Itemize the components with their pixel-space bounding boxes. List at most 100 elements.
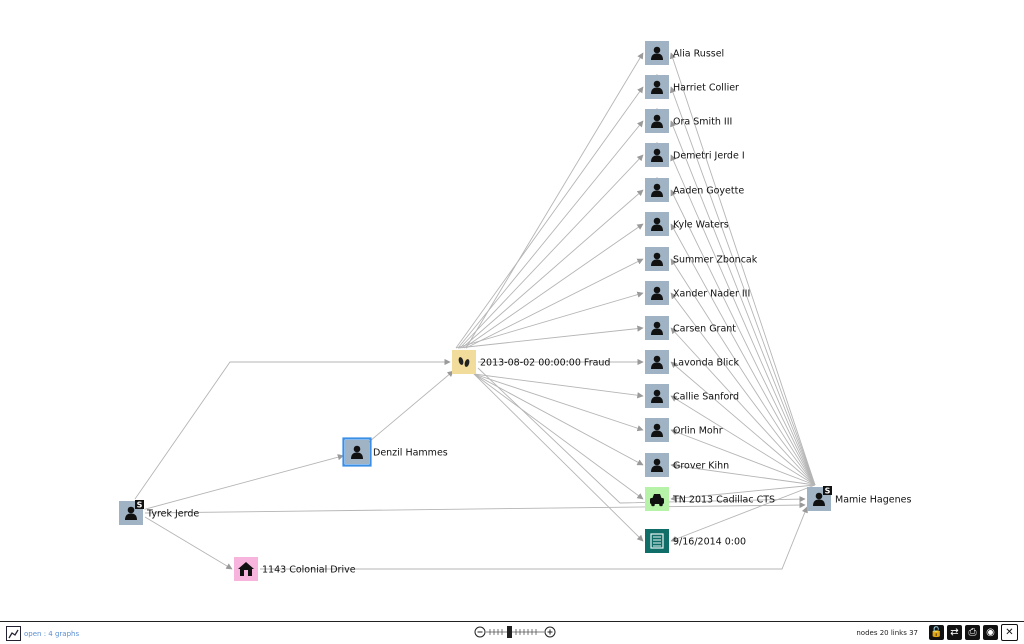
graph-node-alia[interactable]: Alia Russel [645,41,724,65]
node-label: Alia Russel [673,49,724,60]
graph-edge [670,361,816,486]
person-icon [651,148,663,162]
house-icon [238,562,254,576]
graph-edge [455,291,644,349]
graph-edge [473,373,644,466]
graph-node-xander[interactable]: Xander Nader III [645,281,750,305]
lock-icon: 🔓 [930,626,943,638]
status-bar: open : 4 graphs nodes 20 l [0,621,1024,644]
person-icon [651,458,663,472]
graph-node-kyle[interactable]: Kyle Waters [645,212,729,236]
node-label: Aaden Goyette [673,186,744,197]
swap-button[interactable]: ⇄ [947,625,962,640]
graph-edge [461,189,644,349]
node-box [645,529,669,553]
graph-edge [144,516,233,570]
node-label: Kyle Waters [673,220,729,231]
close-button[interactable]: ✕ [1001,624,1018,641]
node-label: 2013-08-02 00:00:00 Fraud [480,358,610,369]
car-icon [650,494,664,507]
badge-box [135,500,144,509]
node-box [452,350,476,374]
open-graphs-link[interactable]: open : 4 graphs [6,626,79,641]
graph-node-fraud[interactable]: 2013-08-02 00:00:00 Fraud [452,350,610,374]
lock-button[interactable]: 🔓 [929,625,944,640]
person-icon [651,80,663,94]
node-label: Xander Nader III [673,289,750,300]
graph-edge [670,484,816,502]
graph-node-car[interactable]: TN 2013 Cadillac CTS [645,487,775,511]
graph-edge [473,373,644,500]
graph-edge [670,327,816,486]
graph-node-date[interactable]: 9/16/2014 0:00 [645,529,746,553]
graph-edge [134,358,451,500]
node-label: Carsen Grant [673,324,736,335]
graph-edge [670,154,816,486]
graph-node-orlin[interactable]: Orlin Mohr [645,418,723,442]
graph-edge [144,501,806,514]
zoom-control[interactable] [474,625,558,639]
graph-node-aaden[interactable]: Aaden Goyette [645,178,744,202]
print-button[interactable]: ⎙ [965,625,980,640]
node-label: Demetri Jerde I [673,151,745,162]
zoom-in-icon [544,626,556,638]
person-icon [651,183,663,197]
graph-edge [465,258,644,349]
badge-box [823,486,832,495]
close-icon: ✕ [1005,626,1014,638]
node-label: Mamie Hagenes [835,495,911,506]
graph-node-address[interactable]: 1143 Colonial Drive [234,557,356,581]
zoom-slider[interactable] [474,625,558,639]
graph-node-denzil[interactable]: Denzil Hammes [342,437,448,467]
graph-edge [457,120,644,349]
graph-edge [670,484,816,542]
node-label: Callie Sanford [673,392,739,403]
graph-edges [134,52,816,570]
zoom-out-icon [474,626,486,638]
graph-edge [459,154,644,349]
person-icon [651,286,663,300]
node-label: Denzil Hammes [373,448,448,459]
graph-node-mamie[interactable]: S Mamie Hagenes [807,486,911,511]
graph-node-grover[interactable]: Grover Kihn [645,453,729,477]
graph-stats: nodes 20 links 37 🔓 ⇄ ⎙ ◉ ✕ [856,624,1018,641]
node-label: Grover Kihn [673,461,729,472]
node-label: TN 2013 Cadillac CTS [672,495,775,506]
graph-node-ora[interactable]: Ora Smith III [645,109,732,133]
graph-node-lavonda[interactable]: Lavonda Blick [645,350,739,374]
document-icon [650,533,664,549]
graph-node-demetri[interactable]: Demetri Jerde I [645,143,745,167]
node-label: Tyrek Jerde [146,509,199,520]
graph-edge [669,52,816,486]
swap-icon: ⇄ [950,626,959,638]
graph-edge [260,506,808,570]
node-label: Summer Zboncak [673,255,758,266]
graph-node-carsen[interactable]: Carsen Grant [645,316,736,340]
graph-edge [473,373,644,432]
person-icon [813,492,825,506]
camera-button[interactable]: ◉ [983,625,998,640]
graph-edge [670,462,816,486]
graph-edge [367,370,454,444]
open-graphs-text: open : 4 graphs [24,629,80,638]
graph-node-harriet[interactable]: Harriet Collier [645,75,739,99]
zoom-handle [507,626,512,638]
graph-node-callie[interactable]: Callie Sanford [645,384,739,408]
person-icon [651,423,663,437]
graph-edge [463,223,644,349]
node-label: Lavonda Blick [673,358,739,369]
graph-edge [477,367,806,504]
person-icon [651,321,663,335]
graph-edge [670,395,816,486]
node-label: 1143 Colonial Drive [262,565,356,576]
node-label: Harriet Collier [673,83,739,94]
node-label: 9/16/2014 0:00 [673,537,746,548]
node-label: Ora Smith III [673,117,732,128]
person-icon [125,506,137,520]
footprints-icon [458,357,470,367]
node-badge: S [825,487,831,496]
graph-node-summer[interactable]: Summer Zboncak [645,247,758,271]
